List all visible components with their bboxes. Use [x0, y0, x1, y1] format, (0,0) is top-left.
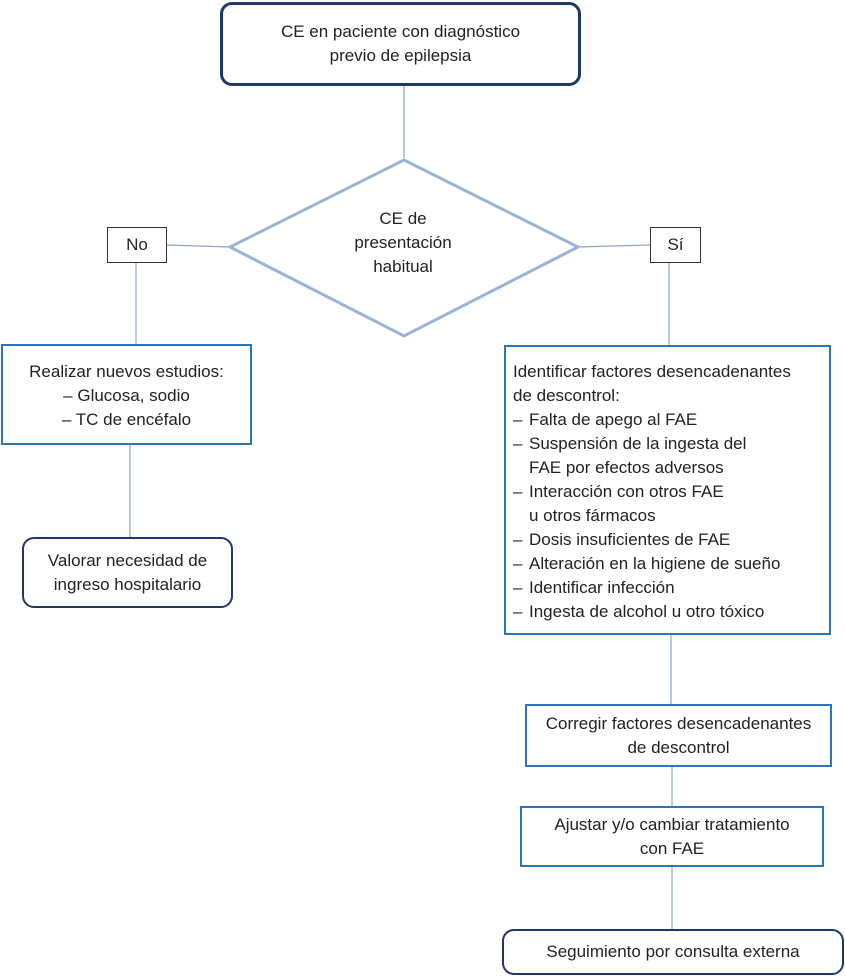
decision-label: CE de presentación habitual [300, 207, 506, 279]
adjust-line-2: con FAE [639, 838, 705, 858]
new-studies-box: Realizar nuevos estudios: – Glucosa, sod… [1, 344, 252, 445]
correct-line-1: Corregir factores desencadenantes [545, 713, 812, 733]
factor-item: Ingesta de alcohol u otro tóxico [513, 600, 829, 624]
followup-node: Seguimiento por consulta externa [502, 929, 844, 975]
decision-diamond [226, 158, 582, 338]
start-line-2: previo de epilepsia [329, 46, 472, 65]
hospital-line-2: ingreso hospitalario [53, 574, 202, 594]
trigger-factors-list: Falta de apego al FAE Suspensión de la i… [513, 408, 829, 624]
yes-label-text: Sí [667, 235, 684, 254]
decision-line-3: habitual [373, 257, 433, 276]
new-studies-item-ct: – TC de encéfalo [61, 410, 192, 429]
factor-item: Identificar infección [513, 576, 829, 600]
new-studies-title: Realizar nuevos estudios: [29, 362, 224, 381]
hospital-line-1: Valorar necesidad de [47, 550, 208, 570]
no-label-text: No [126, 235, 148, 254]
correct-line-2: de descontrol [627, 737, 730, 757]
correct-factors-box: Corregir factores desencadenantes de des… [525, 704, 832, 767]
followup-line-1: Seguimiento por consulta externa [546, 942, 800, 961]
adjust-line-1: Ajustar y/o cambiar tratamiento [554, 814, 790, 834]
start-node: CE en paciente con diagnóstico previo de… [220, 2, 581, 86]
decision-line-2: presentación [354, 233, 452, 252]
trigger-factors-title-2: de descontrol: [513, 386, 620, 405]
adjust-treatment-box: Ajustar y/o cambiar tratamiento con FAE [520, 806, 824, 867]
new-studies-item-glucose: – Glucosa, sodio [63, 386, 190, 405]
connector-decision-to-no [166, 244, 231, 248]
trigger-factors-title-1: Identificar factores desencadenantes [513, 362, 791, 381]
start-line-1: CE en paciente con diagnóstico [280, 22, 521, 41]
factor-item: Alteración en la higiene de sueño [513, 552, 829, 576]
trigger-factors-box: Identificar factores desencadenantes de … [504, 345, 831, 635]
factor-item: Falta de apego al FAE [513, 408, 829, 432]
factor-item: Dosis insuficientes de FAE [513, 528, 829, 552]
no-label: No [107, 227, 167, 263]
yes-label: Sí [650, 227, 701, 263]
hospital-admission-node: Valorar necesidad de ingreso hospitalari… [22, 537, 233, 608]
connector-decision-to-yes [577, 244, 651, 248]
decision-line-1: CE de [379, 209, 427, 228]
